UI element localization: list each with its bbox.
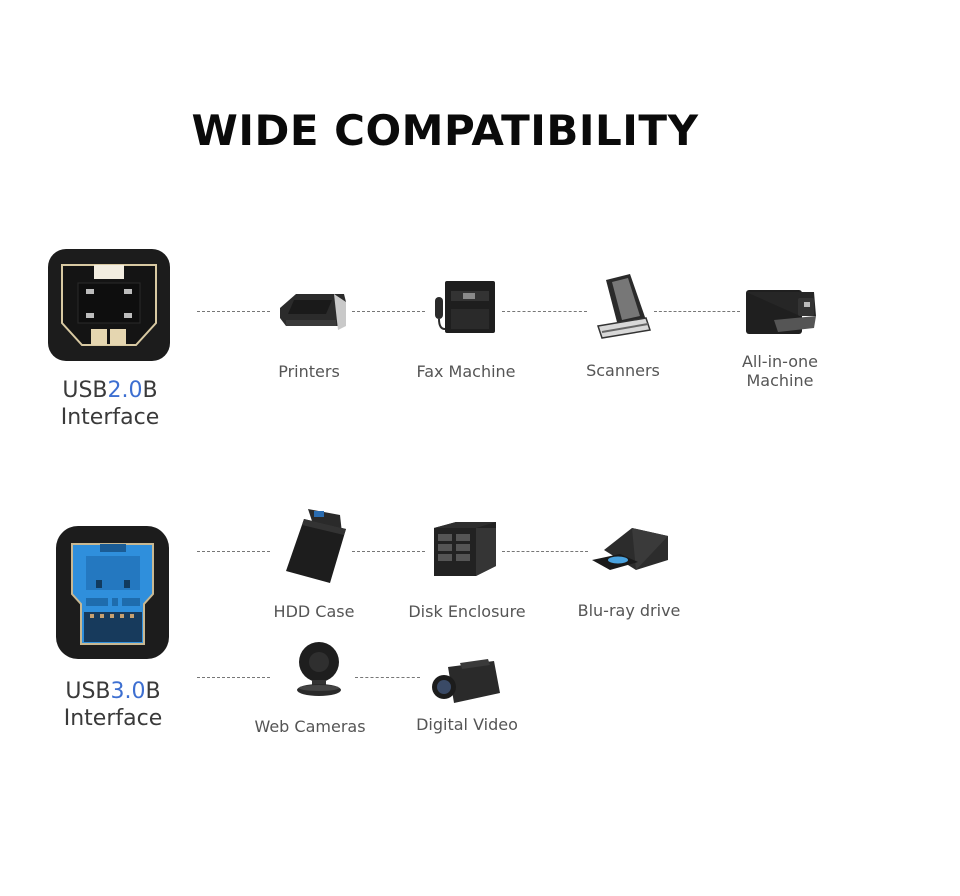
connector-line [502, 551, 588, 552]
connector-line [355, 677, 420, 678]
connector-line [352, 311, 425, 312]
device-label: Printers [278, 362, 340, 381]
device-label: Scanners [586, 361, 660, 380]
hdd-case-icon [284, 505, 348, 585]
device-label: Blu-ray drive [577, 601, 681, 620]
connector-line [654, 311, 740, 312]
device-label: Digital Video [416, 715, 518, 734]
device-label: HDD Case [273, 602, 355, 621]
scanner-icon [594, 272, 654, 342]
camcorder-icon [430, 659, 502, 707]
disk-enclosure-icon [432, 520, 498, 578]
device-label: Fax Machine [416, 362, 516, 381]
printer-icon [278, 288, 348, 332]
device-label-all-in-one: All-in-one Machine [741, 352, 819, 390]
usb-b-2-port-icon [48, 249, 170, 361]
usb3-version: 3.0 [110, 679, 146, 704]
connector-line [502, 311, 587, 312]
device-label: Disk Enclosure [408, 602, 526, 621]
usb2-interface-label: USB2.0B Interface [60, 378, 160, 430]
bluray-drive-icon [590, 526, 670, 572]
usb3-interface-label: USB3.0B Interface [63, 679, 163, 731]
page-title: WIDE COMPATIBILITY [191, 106, 699, 155]
usb2-version: 2.0 [107, 378, 143, 403]
fax-machine-icon [433, 279, 499, 335]
connector-line [197, 677, 270, 678]
connector-line [352, 551, 425, 552]
web-camera-icon [294, 640, 344, 698]
device-label: Web Cameras [254, 717, 366, 736]
usb-b-3-port-icon [56, 526, 169, 659]
connector-line [197, 551, 270, 552]
all-in-one-printer-icon [744, 286, 818, 336]
connector-line [197, 311, 270, 312]
